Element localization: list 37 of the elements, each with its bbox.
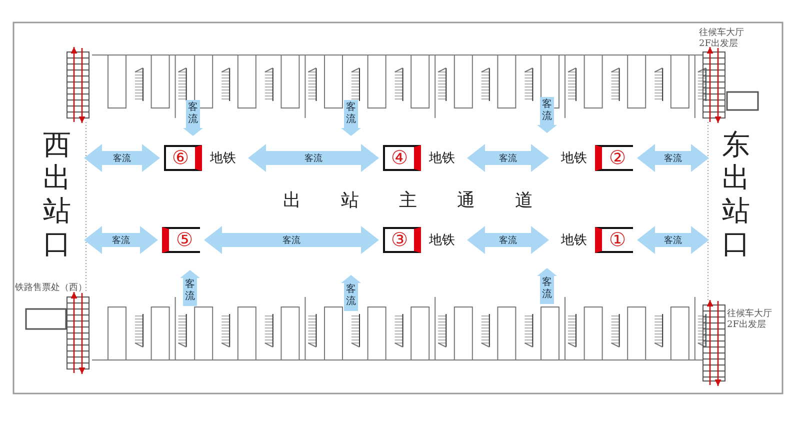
- subway-label: 地铁: [561, 232, 587, 249]
- flow-arrow: [467, 226, 549, 254]
- exit-label: 西出站口: [34, 128, 80, 264]
- flow-arrow: [204, 226, 379, 254]
- flow-arrow: [637, 226, 709, 254]
- subway-entrance: ①: [595, 227, 633, 253]
- subway-label: 地铁: [210, 150, 236, 167]
- direction-arrow: 客流: [180, 270, 200, 306]
- subway-entrance: ②: [595, 145, 633, 171]
- flow-arrow: [248, 144, 379, 172]
- note-label: 往候车大厅2F出发层: [699, 28, 745, 50]
- direction-arrow: 客流: [341, 100, 361, 136]
- edge-label: 客流: [497, 234, 519, 246]
- direction-arrow: 客流: [537, 268, 557, 304]
- subway-entrance: ⑤: [162, 227, 200, 253]
- exit-label: 东出站口: [713, 128, 759, 264]
- subway-label: 地铁: [429, 232, 455, 249]
- edge-label: 客流: [111, 152, 133, 164]
- flow-arrow: [467, 144, 549, 172]
- note-label: 往候车大厅2F出发层: [727, 309, 773, 331]
- direction-arrow: 客流: [183, 100, 203, 136]
- flow-arrow: [637, 144, 709, 172]
- flow-arrow: [84, 144, 160, 172]
- flow-arrow: [84, 226, 158, 254]
- subway-label: 地铁: [561, 150, 587, 167]
- note-label: 铁路售票处（西）: [15, 283, 88, 294]
- edge-label: 客流: [662, 152, 684, 164]
- direction-arrow: 客流: [537, 97, 557, 133]
- edge-label: 客流: [497, 152, 519, 164]
- edge-label: 客流: [110, 234, 132, 246]
- direction-arrow: 客流: [341, 275, 361, 311]
- subway-label: 地铁: [429, 150, 455, 167]
- subway-entrance: ⑥: [164, 145, 202, 171]
- subway-entrance: ③: [383, 227, 421, 253]
- edge-label: 客流: [662, 234, 684, 246]
- subway-entrance: ④: [383, 145, 421, 171]
- passage-label: 出站主通道: [283, 189, 573, 212]
